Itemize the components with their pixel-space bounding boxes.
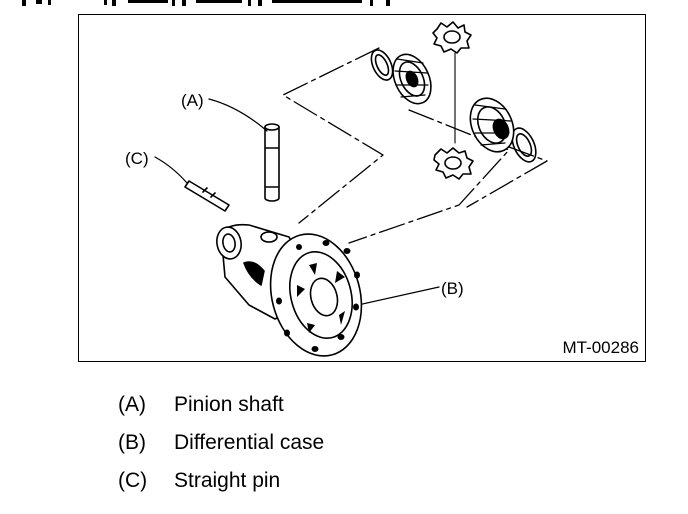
figure-frame: (A) (C) (B) MT-00286 — [78, 14, 646, 362]
pinion-shaft — [264, 123, 280, 202]
legend-item: (C) Straight pin — [118, 468, 324, 506]
legend-text: Pinion shaft — [174, 393, 284, 416]
side-gear-left — [392, 53, 432, 105]
pinion-gear-bottom — [433, 147, 474, 180]
thrust-washer-left — [370, 49, 394, 81]
legend-item: (B) Differential case — [118, 430, 324, 468]
exploded-view-drawing — [154, 21, 548, 357]
thrust-washer-right — [511, 127, 537, 163]
parts-legend: (A) Pinion shaft (B) Differential case (… — [118, 392, 324, 506]
legend-key: (A) — [118, 393, 146, 416]
pinion-gear-top — [432, 21, 472, 144]
callout-a: (A) — [181, 91, 204, 110]
legend-text: Straight pin — [174, 469, 281, 492]
callout-b: (B) — [441, 279, 464, 298]
figure-id-label: MT-00286 — [562, 338, 639, 357]
side-gear-right — [469, 97, 515, 153]
legend-item: (A) Pinion shaft — [118, 392, 324, 430]
differential-case — [216, 223, 363, 357]
callout-c: (C) — [125, 149, 149, 168]
legend-text: Differential case — [174, 431, 325, 454]
legend-key: (B) — [118, 431, 146, 454]
leader-lines — [154, 98, 440, 308]
previous-figure-remnant — [22, 0, 390, 6]
legend-key: (C) — [118, 469, 148, 492]
straight-pin — [184, 180, 230, 212]
